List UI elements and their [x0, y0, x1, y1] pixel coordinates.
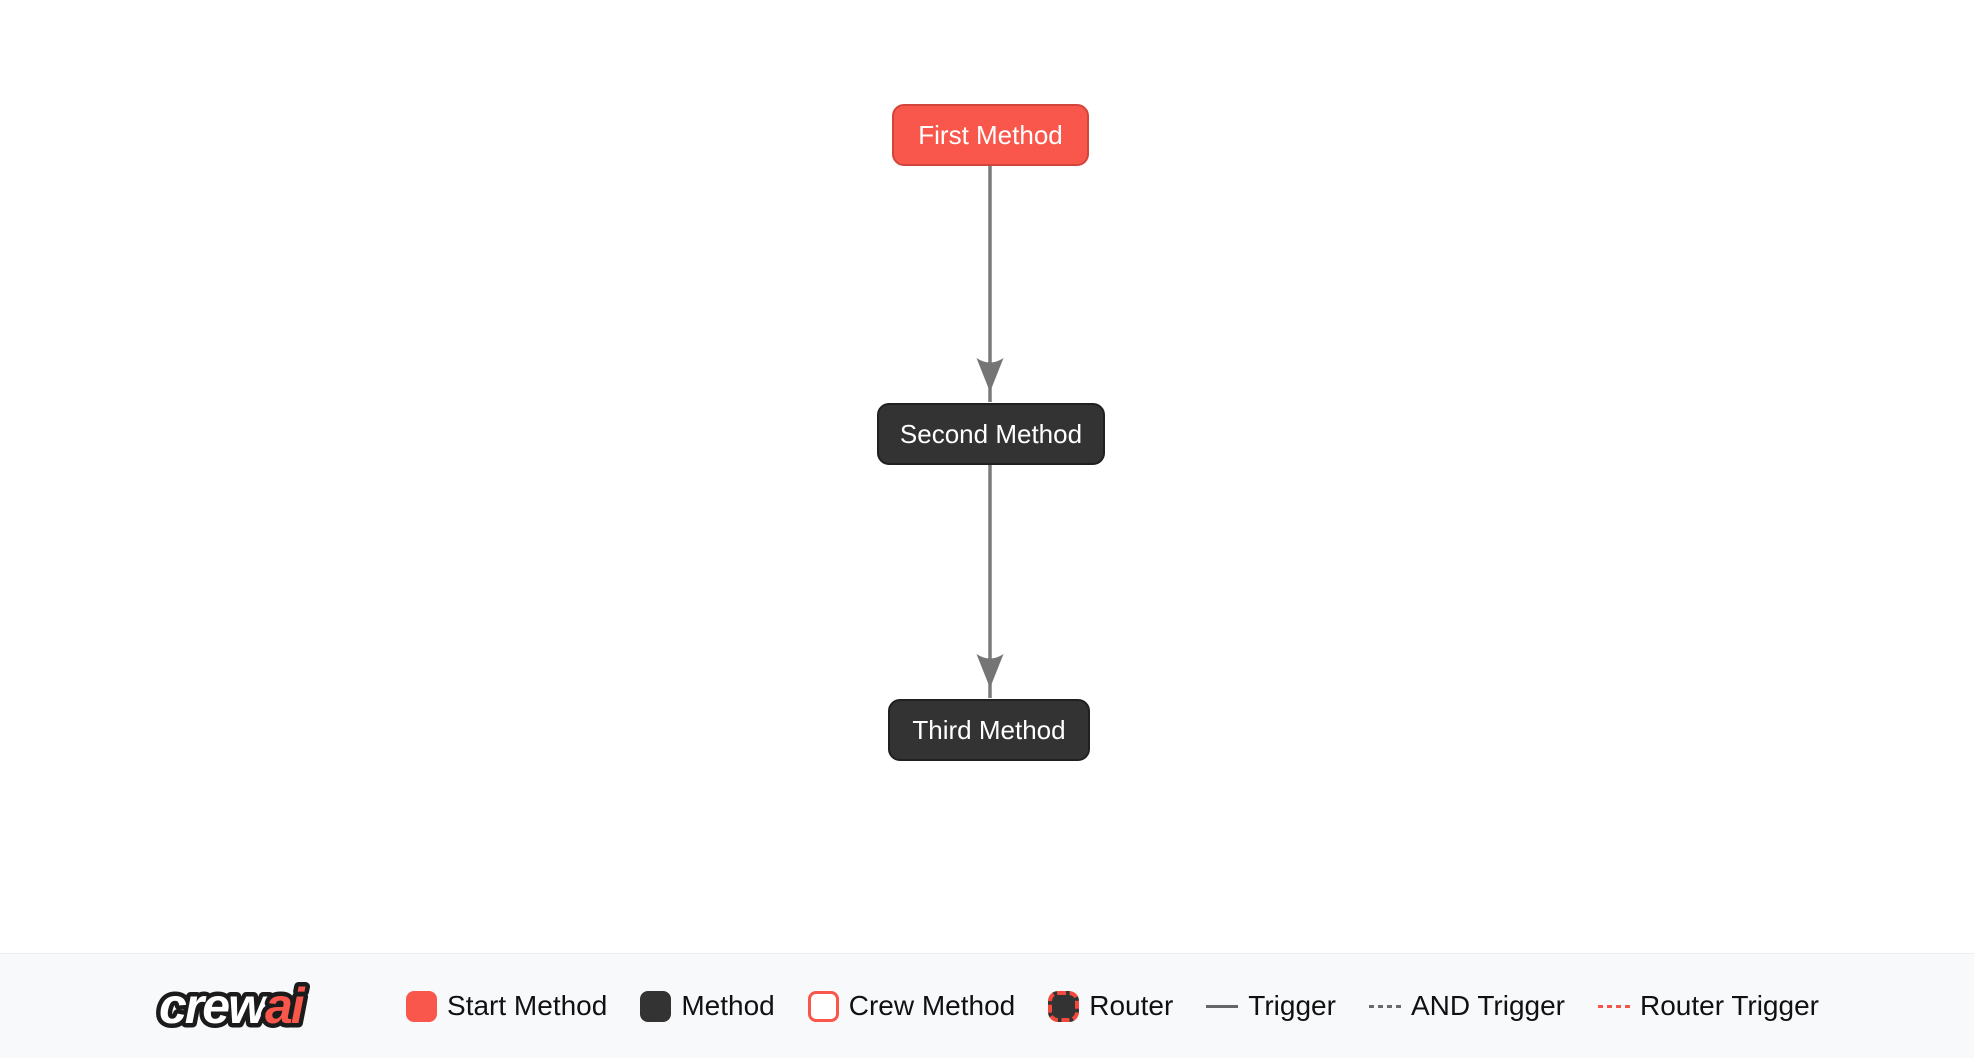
flow-node-third-method[interactable]: Third Method	[888, 699, 1090, 761]
legend-item-trigger: Trigger	[1206, 990, 1336, 1022]
legend-bar: crewai Start Method Method Crew Method R…	[0, 953, 1974, 1058]
crew-method-swatch-icon	[807, 990, 839, 1022]
logo-text-crew: crew	[159, 978, 270, 1034]
router-swatch-icon	[1048, 990, 1080, 1022]
flow-canvas[interactable]: First Method Second Method Third Method	[0, 0, 1974, 953]
svg-text:crewai: crewai	[159, 978, 306, 1034]
legend-label-router: Router	[1089, 990, 1174, 1021]
legend-label-and-trigger: AND Trigger	[1410, 990, 1565, 1021]
flow-edges-layer	[976, 166, 1004, 698]
legend-item-start-method: Start Method	[406, 990, 607, 1022]
legend-item-method: Method	[640, 990, 775, 1022]
legend-item-router-trigger: Router Trigger	[1598, 990, 1819, 1022]
method-swatch-icon	[640, 990, 672, 1022]
legend-label-start-method: Start Method	[447, 990, 608, 1021]
flow-node-first-method[interactable]: First Method	[892, 104, 1089, 166]
flow-node-second-method[interactable]: Second Method	[877, 403, 1105, 465]
legend-item-crew-method: Crew Method	[807, 990, 1016, 1022]
trigger-line-icon	[1206, 1004, 1239, 1008]
legend-item-and-trigger: AND Trigger	[1368, 990, 1565, 1022]
legend-label-trigger: Trigger	[1248, 990, 1336, 1021]
arrowhead-icon	[976, 654, 1004, 688]
logo-text-ai: ai	[265, 978, 306, 1034]
legend-label-router-trigger: Router Trigger	[1640, 990, 1819, 1021]
crewai-logo: crewai	[155, 974, 312, 1039]
legend-label-method: Method	[681, 990, 775, 1021]
legend-item-router: Router	[1048, 990, 1173, 1022]
router-trigger-line-icon	[1598, 1004, 1630, 1008]
trigger-edge-first-to-second	[976, 166, 1004, 402]
start-method-swatch-icon	[406, 990, 438, 1022]
trigger-edge-second-to-third	[976, 465, 1004, 698]
legend-label-crew-method: Crew Method	[848, 990, 1016, 1021]
arrowhead-icon	[976, 358, 1004, 392]
and-trigger-line-icon	[1368, 1004, 1401, 1008]
